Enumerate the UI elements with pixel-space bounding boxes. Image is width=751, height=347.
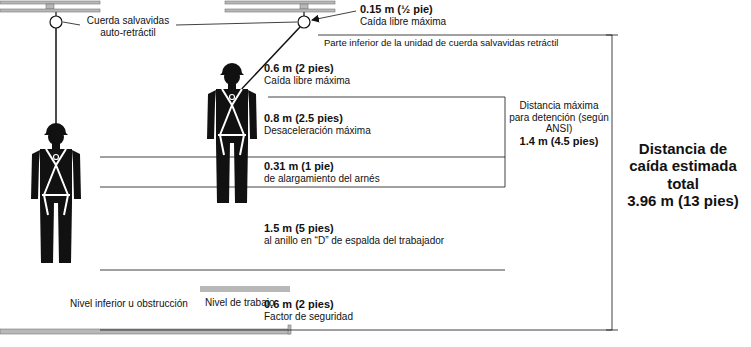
dimension-value: 0.6 m (2 pies)	[264, 62, 334, 75]
worker-figure	[207, 63, 257, 203]
dimension-note: Factor de seguridad	[264, 311, 353, 323]
work-platform	[200, 286, 290, 292]
dimension-note: Caída libre máxima	[360, 16, 446, 28]
dimension-value: 0.15 m (½ pie)	[360, 3, 433, 16]
dimension-value: 0.8 m (2.5 pies)	[264, 112, 343, 125]
lower-level	[0, 325, 291, 334]
dimension-note: Caída libre máxima	[264, 75, 350, 87]
dimension-value: 1.4 m (4.5 pies)	[509, 135, 609, 148]
dimension-note: Desaceleración máxima	[264, 125, 371, 137]
level-label: Nivel inferior u obstrucción	[70, 298, 188, 310]
dimension-note: Distancia máxima para detención (según A…	[509, 100, 609, 135]
dimension-note: al anillo en “D” de espalda del trabajad…	[264, 235, 444, 247]
callout-label: Cuerda salvavidas auto-retráctil	[80, 15, 176, 38]
i-beam	[0, 1, 335, 12]
dimension-line	[100, 35, 618, 330]
total-title: Distancia de caída estimada total	[618, 140, 748, 192]
dimension-note: de alargamiento del arnés	[264, 173, 380, 185]
dimension-value: 0.31 m (1 pie)	[264, 160, 334, 173]
reference-note: Parte inferior de la unidad de cuerda sa…	[322, 38, 560, 49]
worker-figure	[31, 123, 81, 263]
total-value: 3.96 m (13 pies)	[618, 192, 748, 209]
dimension-value: 0.6 m (2 pies)	[264, 298, 334, 311]
dimension-value: 1.5 m (5 pies)	[264, 222, 334, 235]
